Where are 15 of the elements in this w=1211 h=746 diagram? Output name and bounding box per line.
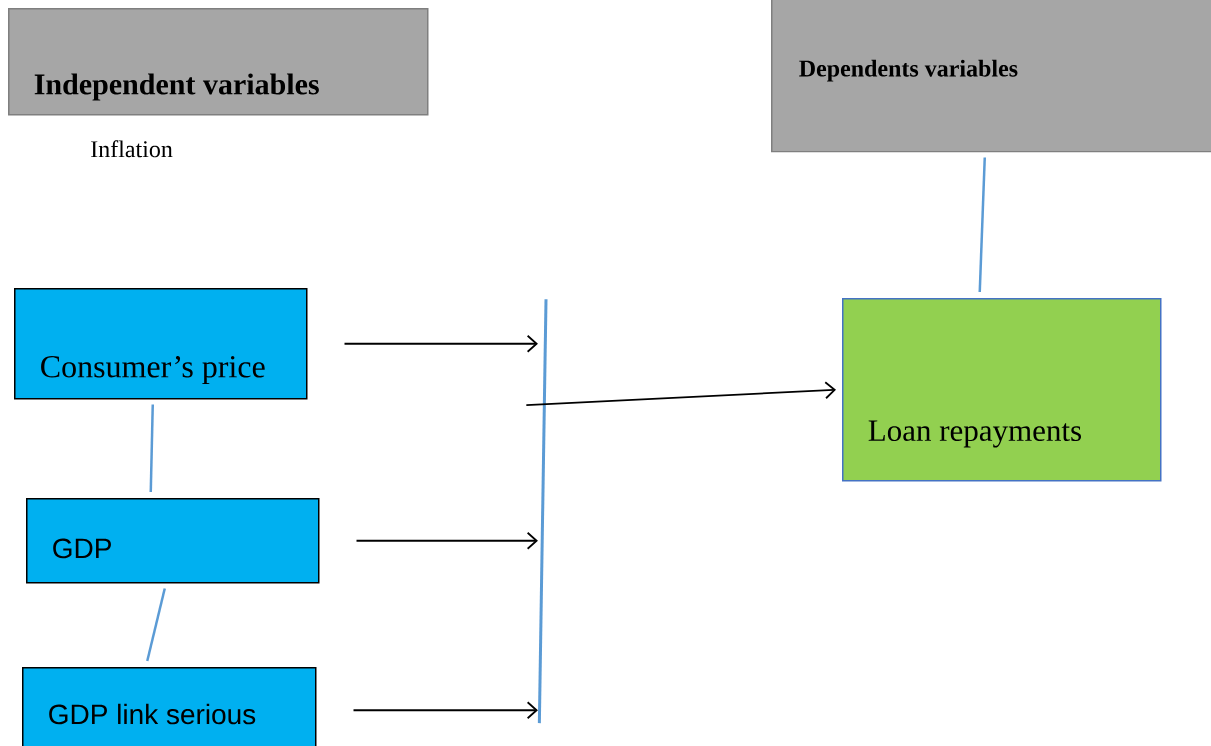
arrow xyxy=(355,531,538,550)
connector-line xyxy=(146,588,166,662)
process-box: GDP link serious xyxy=(22,667,317,746)
process-box: Consumer’s price xyxy=(14,288,308,400)
header-box: Dependents variables xyxy=(771,0,1211,153)
annotation-text: Inflation xyxy=(91,140,173,158)
connector-line xyxy=(149,404,154,492)
junction-bar xyxy=(537,299,548,724)
arrow xyxy=(352,701,538,720)
arrow xyxy=(343,334,538,353)
result-box: Loan repayments xyxy=(842,298,1162,482)
connector-line xyxy=(978,157,986,293)
arrow xyxy=(525,381,836,406)
process-box: GDP xyxy=(26,498,320,584)
header-box: Independent variables xyxy=(8,8,429,116)
